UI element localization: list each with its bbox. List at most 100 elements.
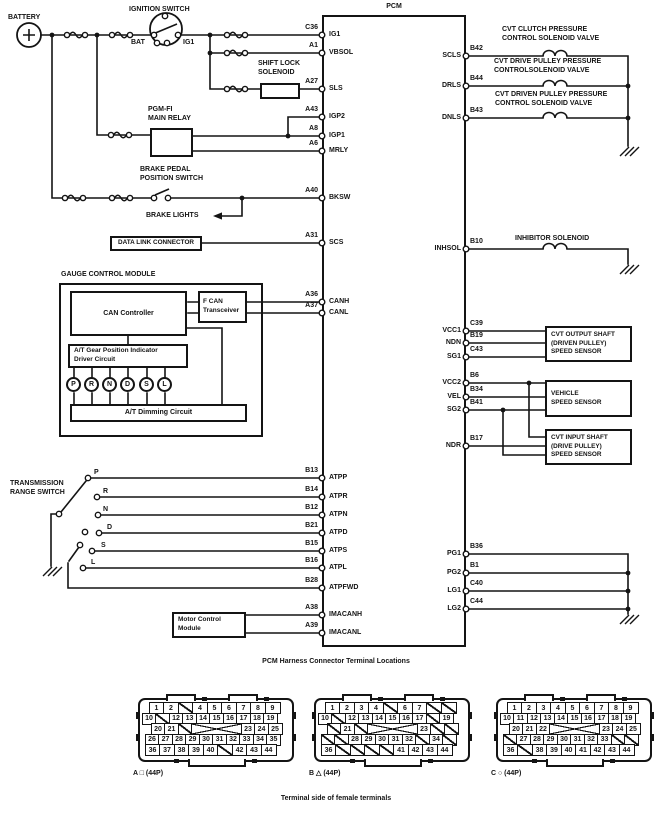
switch-contact-icon bbox=[84, 474, 92, 482]
connector-nub bbox=[610, 759, 615, 763]
connector-cell: 37 bbox=[159, 744, 175, 756]
fuse-icon bbox=[223, 85, 249, 93]
pcm-right-pin-signal: SG1 bbox=[446, 353, 461, 360]
switch-contact-icon bbox=[164, 194, 172, 202]
connector-tab bbox=[228, 694, 258, 701]
pcm-right-pin-signal: SG2 bbox=[446, 406, 461, 413]
vehicle-speed-sensor-label: VEHICLE SPEED SENSOR bbox=[551, 389, 602, 406]
gear-indicator-r: R bbox=[84, 377, 99, 392]
junction-dot bbox=[625, 606, 631, 612]
connector-cell: 41 bbox=[393, 744, 409, 756]
pcm-title: PCM bbox=[386, 3, 402, 10]
pcm-right-pin-number: B34 bbox=[470, 386, 483, 393]
connector-section-title: PCM Harness Connector Terminal Locations bbox=[262, 658, 410, 665]
connector-cell: 40 bbox=[202, 744, 219, 756]
connector-cell-empty bbox=[382, 702, 399, 714]
pcm-left-pin-signal: CANH bbox=[329, 298, 350, 305]
trs-position-p: P bbox=[94, 469, 99, 476]
data-link-connector-box: DATA LINK CONNECTOR bbox=[110, 236, 202, 251]
connector-cell: 44 bbox=[618, 744, 635, 756]
pcm-right-pin-number: B10 bbox=[470, 238, 483, 245]
cvt-input-shaft-sensor-label: CVT INPUT SHAFT (DRIVE PULLEY) SPEED SEN… bbox=[551, 434, 608, 459]
cvt-driven-valve-label: CVT DRIVEN PULLEY PRESSURE CONTROL SOLEN… bbox=[495, 91, 608, 108]
pcm-left-pin-number: A8 bbox=[309, 125, 318, 132]
junction-dot bbox=[49, 32, 55, 38]
pcm-left-pin-signal: CANL bbox=[329, 309, 349, 316]
connector-nub bbox=[494, 712, 498, 719]
junction-dot bbox=[625, 570, 631, 576]
connector-cell: 36 bbox=[502, 744, 519, 756]
pcm-left-pin-number: B15 bbox=[305, 540, 318, 547]
pcm-left-pin-signal: ATPL bbox=[329, 564, 347, 571]
pcm-right-pin-signal: VEL bbox=[447, 393, 461, 400]
pcm-left-pin-signal: IGP2 bbox=[329, 113, 345, 120]
junction-dot bbox=[207, 50, 213, 56]
brake-switch-arm bbox=[154, 188, 170, 196]
pcm-left-pin-signal: IMACANL bbox=[329, 629, 362, 636]
junction-dot bbox=[625, 588, 631, 594]
pcm-right-pin-signal: VCC1 bbox=[442, 327, 461, 334]
fuse-icon bbox=[223, 49, 249, 57]
pcm-right-pin-number: C40 bbox=[470, 580, 483, 587]
connector-cell-empty bbox=[177, 723, 193, 735]
ignition-switch-icon bbox=[149, 12, 183, 46]
connector-cell-empty bbox=[502, 733, 518, 746]
pcm-right-pin-number: C43 bbox=[470, 346, 483, 353]
connector-tab bbox=[188, 759, 246, 767]
connector-nub bbox=[350, 759, 355, 763]
pcm-left-pin-number: A36 bbox=[305, 291, 318, 298]
fcan-label-line1: F CAN bbox=[203, 298, 223, 306]
connector-b-label: B △ (44P) bbox=[309, 770, 341, 777]
fuse-icon bbox=[108, 194, 134, 202]
solenoid-coil-icon bbox=[542, 49, 568, 57]
gear-position-indicator-box: A/T Gear Position Indicator Driver Circu… bbox=[68, 344, 188, 368]
switch-contact-icon bbox=[174, 31, 182, 39]
ignition-switch-label: IGNITION SWITCH bbox=[129, 6, 190, 13]
connector-section-footer: Terminal side of female terminals bbox=[280, 795, 392, 802]
connector-nub bbox=[292, 734, 296, 741]
pcm-left-pin-signal: IMACANH bbox=[329, 611, 363, 618]
transmission-range-switch-label: TRANSMISSION RANGE SWITCH bbox=[10, 480, 65, 497]
pcm-right-pin-number: B17 bbox=[470, 435, 483, 442]
trs-position-d: D bbox=[107, 524, 113, 531]
junction-dot bbox=[625, 83, 631, 89]
connector-tab bbox=[364, 759, 422, 767]
fuse-icon bbox=[107, 131, 133, 139]
pcm-right-pin-signal: DRLS bbox=[441, 82, 461, 89]
connector-cell: 10 bbox=[499, 712, 515, 725]
pcm-left-pin-signal: ATPN bbox=[329, 511, 348, 518]
fcan-label-line2: Transceiver bbox=[203, 307, 240, 314]
connector-cell-empty bbox=[624, 733, 639, 746]
connector-nub bbox=[174, 759, 179, 763]
pcm-right-pin-signal: INHSOL bbox=[434, 245, 461, 252]
trs-position-r: R bbox=[103, 488, 109, 495]
junction-dot bbox=[500, 407, 506, 413]
pcm-left-pin-signal: ATPP bbox=[329, 474, 348, 481]
switch-contact-icon bbox=[163, 39, 171, 47]
connector-nub bbox=[136, 734, 140, 741]
connector-nub bbox=[468, 712, 472, 719]
cvt-input-shaft-sensor-box: CVT INPUT SHAFT (DRIVE PULLEY) SPEED SEN… bbox=[545, 429, 632, 465]
ig1-terminal-label: IG1 bbox=[183, 39, 195, 46]
connector-cell: 44 bbox=[260, 744, 277, 756]
pcm-left-pin-signal: VBSOL bbox=[329, 49, 354, 56]
pcm-right-pin-signal: NDN bbox=[445, 339, 461, 346]
pcm-left-pin-number: A38 bbox=[305, 604, 318, 611]
switch-contact-icon bbox=[150, 194, 158, 202]
connector-nub bbox=[312, 712, 316, 719]
connector-cell-empty bbox=[378, 744, 395, 756]
ground-icon bbox=[619, 264, 640, 275]
trs-position-s: S bbox=[101, 542, 106, 549]
pcm-left-pin-number: A43 bbox=[305, 106, 318, 113]
switch-contact-icon bbox=[55, 510, 63, 518]
fuse-icon bbox=[108, 31, 134, 39]
pcm-right-pin-signal: PG2 bbox=[446, 569, 461, 576]
trs-position-l: L bbox=[91, 559, 96, 566]
connector-tab bbox=[342, 694, 372, 701]
at-dimming-circuit-label: A/T Dimming Circuit bbox=[124, 409, 193, 417]
